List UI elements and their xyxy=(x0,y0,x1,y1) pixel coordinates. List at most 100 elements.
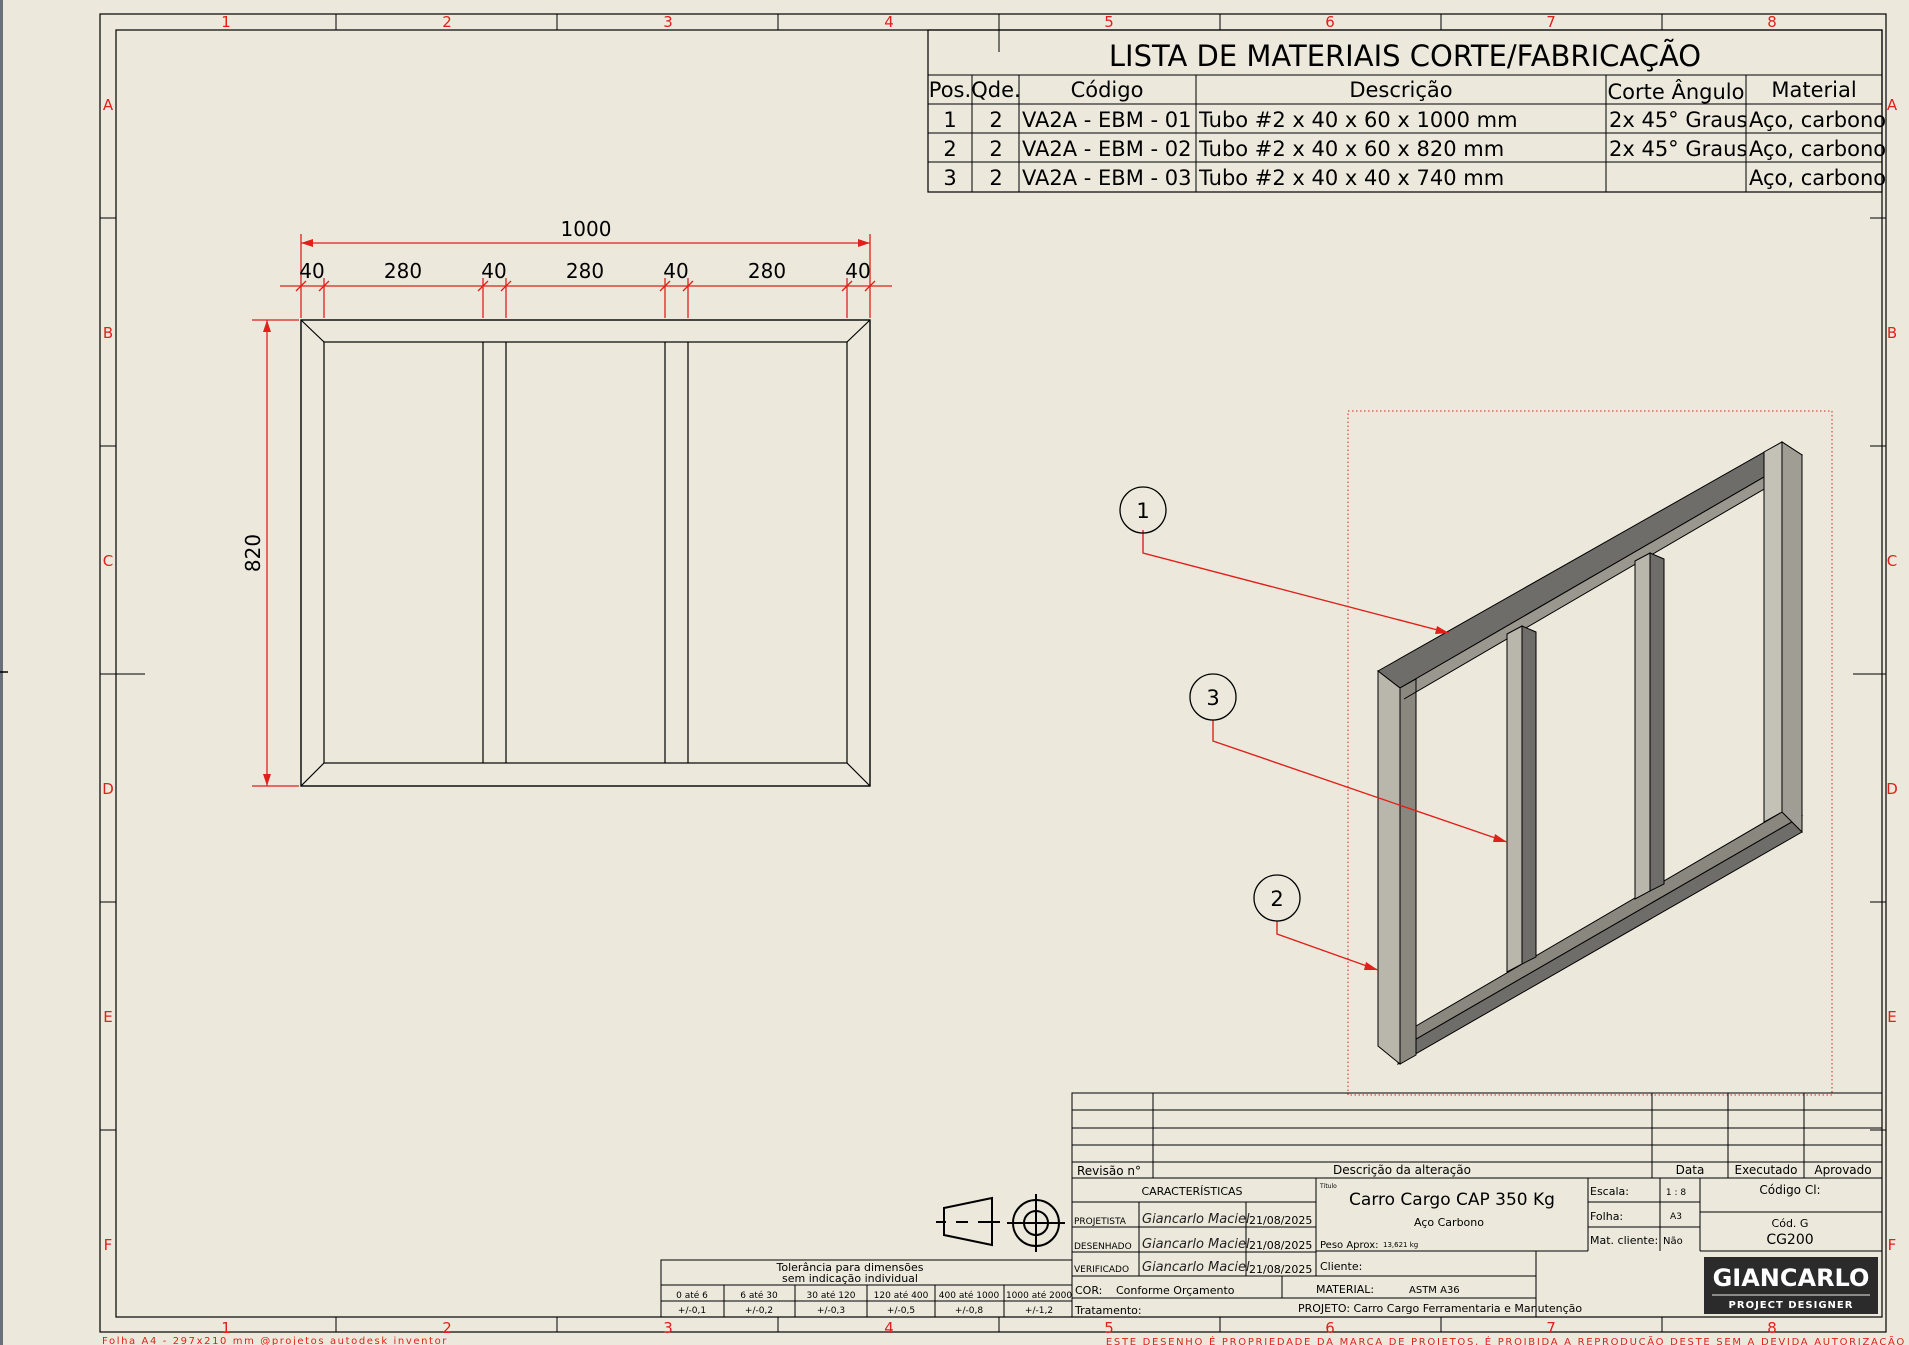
bom-cell: 2 xyxy=(943,137,956,161)
revision-header: Data xyxy=(1676,1163,1705,1177)
caracteristicas-label: CARACTERÍSTICAS xyxy=(1141,1185,1242,1198)
isometric-view xyxy=(1347,410,1833,1096)
row-label-left: E xyxy=(103,1008,112,1026)
folha-value: A3 xyxy=(1670,1212,1682,1222)
title-tag: Título xyxy=(1319,1183,1337,1190)
bom-cell: Tubo #2 x 40 x 60 x 820 mm xyxy=(1198,137,1504,161)
revision-header: Revisão n° xyxy=(1077,1164,1141,1178)
role-date: 21/08/2025 xyxy=(1249,1239,1312,1252)
bom-cell: Tubo #2 x 40 x 40 x 740 mm xyxy=(1198,166,1504,190)
folha-label: Folha: xyxy=(1590,1210,1623,1223)
front-view: 1000 40 280 40 280 40 280 xyxy=(241,217,892,787)
signature: Giancarlo Maciel xyxy=(1142,1212,1250,1227)
cod-g-value: CG200 xyxy=(1766,1232,1813,1248)
tolerance-range: 400 até 1000 xyxy=(939,1290,1000,1301)
title-block-grid xyxy=(1071,1177,1883,1318)
row-label-right: F xyxy=(1888,1236,1897,1254)
tolerance-range: 1000 até 2000 xyxy=(1006,1290,1072,1301)
tolerance-value: +/-0,8 xyxy=(955,1306,983,1316)
dimension-overall-width: 1000 xyxy=(300,217,871,318)
role-date: 21/08/2025 xyxy=(1249,1263,1312,1276)
segment-label: 280 xyxy=(384,259,422,283)
col-label-bottom: 5 xyxy=(1104,1319,1114,1337)
bom-header: Código xyxy=(1071,78,1144,102)
peso-value: 13,621 kg xyxy=(1383,1241,1418,1249)
bom-cell: 1 xyxy=(943,108,956,132)
peso-label: Peso Aprox: xyxy=(1320,1240,1379,1251)
tolerance-text: Tolerância para dimensões sem indicação … xyxy=(676,1261,1072,1316)
tolerance-value: +/-0,3 xyxy=(817,1306,845,1316)
row-label-right: A xyxy=(1887,96,1898,114)
tolerance-range: 30 até 120 xyxy=(807,1290,856,1301)
logo-name: GIANCARLO xyxy=(1713,1264,1870,1292)
balloons: 1 3 2 xyxy=(1119,486,1508,971)
segment-label: 280 xyxy=(566,259,604,283)
bom-header: Material xyxy=(1771,78,1856,102)
col-label-top: 8 xyxy=(1767,13,1777,31)
bom-cell: VA2A - EBM - 03 xyxy=(1022,166,1192,190)
row-label-right: C xyxy=(1887,552,1897,570)
tratamento-label: Tratamento: xyxy=(1074,1304,1142,1317)
col-label-top: 4 xyxy=(884,13,894,31)
segment-label: 280 xyxy=(748,259,786,283)
segment-label: 40 xyxy=(845,259,870,283)
bom-title: LISTA DE MATERIAIS CORTE/FABRICAÇÃO xyxy=(1109,39,1701,73)
tolerance-range: 0 até 6 xyxy=(676,1290,708,1301)
signature: Giancarlo Maciel xyxy=(1142,1260,1250,1275)
bom-cell: 2 xyxy=(989,108,1002,132)
tolerance-value: +/-0,1 xyxy=(678,1306,706,1316)
segment-label: 40 xyxy=(299,259,324,283)
bom-header: Qde. xyxy=(971,78,1020,102)
col-label-top: 5 xyxy=(1104,13,1114,31)
bom-cell: 2x 45° Graus xyxy=(1609,108,1747,132)
zone-ticks xyxy=(100,14,1886,1332)
row-label-right: D xyxy=(1886,780,1898,798)
svg-text:3: 3 xyxy=(1206,686,1219,710)
bom-cell: Tubo #2 x 40 x 60 x 1000 mm xyxy=(1198,108,1518,132)
col-label-top: 3 xyxy=(663,13,673,31)
outer-border xyxy=(99,13,1887,1333)
row-label-left: A xyxy=(103,96,114,114)
svg-text:820: 820 xyxy=(241,534,265,572)
row-label-left: D xyxy=(102,780,114,798)
dimension-segments: 40 280 40 280 40 280 40 xyxy=(280,259,892,318)
bom-header: Pos. xyxy=(929,78,971,102)
role-date: 21/08/2025 xyxy=(1249,1214,1312,1227)
bom-cell: VA2A - EBM - 01 xyxy=(1022,108,1192,132)
logo-tagline: PROJECT DESIGNER xyxy=(1729,1300,1854,1311)
row-label-right: E xyxy=(1887,1008,1896,1026)
footer-right-text: ESTE DESENHO É PROPRIEDADE DA MARCA DE P… xyxy=(1106,1335,1906,1345)
bom-cell: 2 xyxy=(989,166,1002,190)
balloon-2: 2 xyxy=(1253,874,1379,971)
material-value: ASTM A36 xyxy=(1409,1285,1460,1296)
cod-g-label: Cód. G xyxy=(1772,1217,1809,1230)
first-angle-projection-icon xyxy=(936,1194,1065,1252)
revision-header: Aprovado xyxy=(1814,1163,1871,1177)
revision-headers: Revisão n° Descrição da alteração Data E… xyxy=(1077,1163,1872,1178)
zone-labels: 1 2 3 4 5 6 7 8 1 2 3 4 5 6 7 8 A B C D … xyxy=(102,13,1898,1337)
col-label-bottom: 1 xyxy=(221,1319,231,1337)
tolerance-value: +/-0,5 xyxy=(887,1306,915,1316)
dimension-height: 820 xyxy=(241,319,299,787)
bom-table: LISTA DE MATERIAIS CORTE/FABRICAÇÃO Pos.… xyxy=(927,29,1886,193)
col-label-top: 1 xyxy=(221,13,231,31)
col-label-bottom: 2 xyxy=(442,1319,452,1337)
segment-label: 40 xyxy=(663,259,688,283)
tolerance-value: +/-1,2 xyxy=(1025,1306,1053,1316)
bom-cell: VA2A - EBM - 02 xyxy=(1022,137,1192,161)
row-label-right: B xyxy=(1887,324,1897,342)
bom-cell: 3 xyxy=(943,166,956,190)
svg-text:2: 2 xyxy=(1270,887,1283,911)
row-label-left: F xyxy=(104,1236,113,1254)
bom-header: Descrição xyxy=(1349,78,1452,102)
escala-value: 1 : 8 xyxy=(1666,1188,1686,1198)
bom-cell: 2x 45° Graus xyxy=(1609,137,1747,161)
tolerance-range: 6 até 30 xyxy=(740,1290,778,1301)
tolerance-title: sem indicação individual xyxy=(782,1272,918,1285)
mat-cliente-value: Não xyxy=(1663,1236,1683,1247)
cor-label: COR: xyxy=(1075,1284,1102,1297)
mat-cliente-label: Mat. cliente: xyxy=(1590,1234,1658,1247)
revision-table xyxy=(1071,1092,1883,1179)
company-logo: GIANCARLO PROJECT DESIGNER xyxy=(1704,1257,1878,1314)
col-label-top: 6 xyxy=(1325,13,1335,31)
